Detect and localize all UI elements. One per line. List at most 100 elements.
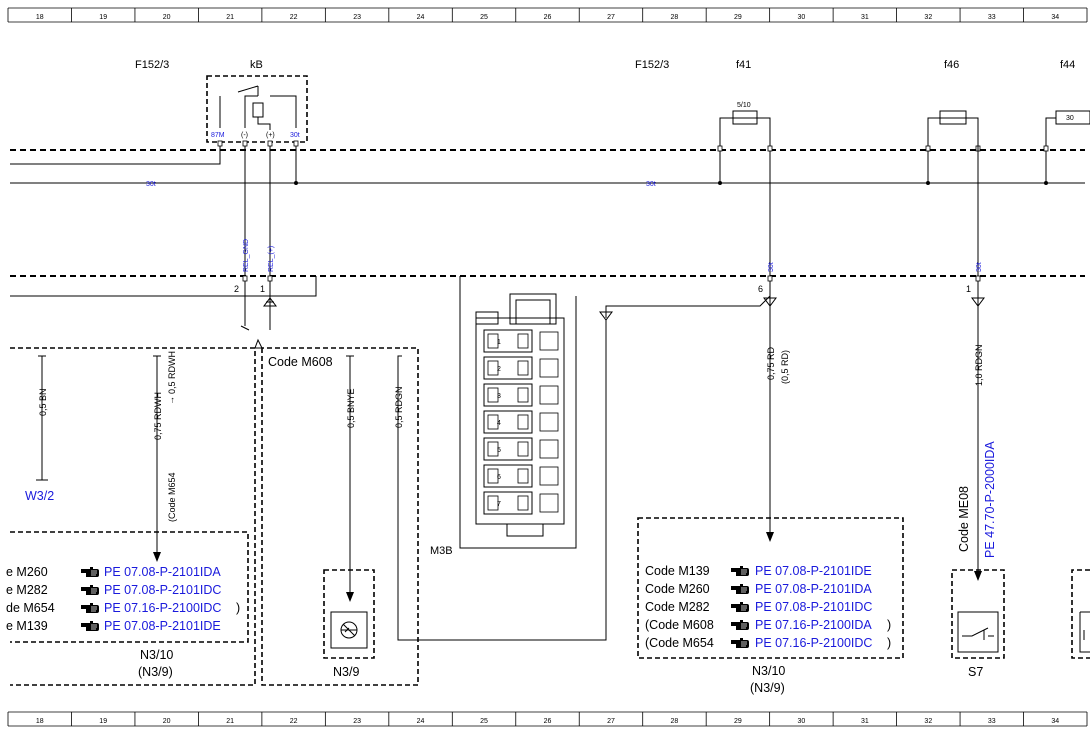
f152-left-label: F152/3: [135, 59, 169, 71]
s7-switch: [951, 569, 1005, 659]
rail-30t-label-right: 30t: [646, 181, 656, 188]
ref-code: Code M282: [645, 600, 710, 614]
ref-code: e M282: [6, 583, 48, 597]
ref-link[interactable]: PE 07.08-P-2101IDE: [755, 564, 872, 578]
pe-me08-link[interactable]: PE 47.70-P-2000IDA: [983, 441, 997, 558]
grid-column-label: 31: [861, 718, 869, 725]
ref-link[interactable]: PE 07.08-P-2101IDA: [104, 565, 221, 579]
grid-column-label: 22: [290, 718, 298, 725]
m3b-slot-number: 2: [497, 366, 501, 373]
left-ref-table-box: [10, 531, 249, 643]
rdgn-small-label: 0,5 RDGN: [394, 386, 404, 428]
relay-pin-plus: (+): [266, 132, 275, 139]
f41-label: f41: [736, 59, 751, 71]
grid-column-label: 34: [1051, 718, 1059, 725]
bn-wire-label: 0,5 BN: [38, 388, 48, 416]
relay-pin-87m: 87M: [211, 132, 225, 139]
pointing-hand-icon: [80, 602, 100, 614]
grid-column-label: 28: [671, 14, 679, 21]
m3b-slot: [483, 464, 533, 488]
grid-column-label: 26: [544, 14, 552, 21]
rdwh-wire: [153, 355, 161, 556]
pin-2-label: 2: [234, 284, 239, 294]
m3b-label: M3B: [430, 545, 453, 557]
grid-column-label: 30: [797, 718, 805, 725]
m3b-slot: [483, 383, 533, 407]
fuse-f44: 30: [1043, 110, 1090, 185]
left-n310-label: N3/10: [140, 648, 173, 662]
ground-symbol-relay: [263, 297, 277, 307]
ref-link[interactable]: PE 07.08-P-2101IDC: [755, 600, 872, 614]
relay-kb: 87M (-) (+) 30t: [206, 75, 308, 143]
pointing-hand-icon: [730, 601, 750, 613]
grid-column-label: 29: [734, 718, 742, 725]
m3b-slot-number: 1: [497, 339, 501, 346]
m3b-slot: [483, 410, 533, 434]
pin6-arrow-symbol: [763, 297, 777, 307]
rdwh-arrow: →: [166, 396, 176, 405]
pin-30t-label-a: 30t: [768, 262, 775, 272]
ref-code: de M654: [6, 601, 55, 615]
rd-wire-label: 0,75 RD: [766, 346, 776, 380]
grid-column-label: 21: [226, 14, 234, 21]
grid-column-label: 28: [671, 718, 679, 725]
n39-label: N3/9: [333, 665, 359, 679]
grid-column-label: 22: [290, 14, 298, 21]
ref-link[interactable]: PE 07.16-P-2100IDC: [755, 636, 872, 650]
rdwh-alt-label: 0,5 RDWH: [167, 351, 177, 394]
f46-label: f46: [944, 59, 959, 71]
grid-column-label: 34: [1051, 14, 1059, 21]
f44-label: f44: [1060, 59, 1075, 71]
pointing-hand-icon: [80, 584, 100, 596]
w32-link[interactable]: W3/2: [25, 489, 54, 503]
fuse-f41-rating: 5/10: [737, 102, 751, 109]
fuse-f41: 5/10: [717, 102, 773, 185]
rel-gnd-label: REL_GND: [243, 239, 250, 272]
rail-30t-label-left: 30t: [146, 181, 156, 188]
left-control-unit-box: [10, 347, 256, 686]
m3b-slot-number: 4: [497, 420, 501, 427]
right-n39-label: (N3/9): [750, 681, 785, 695]
fuse-output-wires: [769, 118, 979, 276]
ref-link[interactable]: PE 07.08-P-2101IDA: [755, 582, 872, 596]
grid-column-label: 29: [734, 14, 742, 21]
m3b-to-pin6-wire: [605, 295, 771, 318]
far-right-partial-symbol: [1079, 611, 1090, 653]
pin-6-label: 6: [758, 284, 763, 294]
pointing-hand-icon: [730, 583, 750, 595]
kb-label: kB: [250, 59, 263, 71]
grid-column-label: 32: [924, 14, 932, 21]
code-m608-box: [261, 347, 419, 686]
grid-column-label: 19: [99, 14, 107, 21]
ref-close-paren: ): [887, 618, 891, 632]
ref-link[interactable]: PE 07.16-P-2100IDC: [104, 601, 221, 615]
ref-link[interactable]: PE 07.08-P-2101IDE: [104, 619, 221, 633]
box-join-mark: [254, 338, 263, 349]
m3b-slot-number: 6: [497, 474, 501, 481]
grid-column-label: 21: [226, 718, 234, 725]
grid-column-label: 20: [163, 718, 171, 725]
grid-column-label: 33: [988, 718, 996, 725]
grid-column-label: 23: [353, 14, 361, 21]
grid-column-label: 33: [988, 14, 996, 21]
pointing-hand-icon: [730, 565, 750, 577]
ref-link[interactable]: PE 07.16-P-2100IDA: [755, 618, 872, 632]
pin-1-label: 1: [260, 284, 265, 294]
bnye-wire-label: 0,5 BNYE: [346, 388, 356, 428]
ref-link[interactable]: PE 07.08-P-2101IDC: [104, 583, 221, 597]
pin-1b-label: 1: [966, 284, 971, 294]
bnye-wire: [346, 355, 354, 598]
rdwh-wire-label: 0,75 RDWH: [153, 392, 163, 440]
pin1b-arrow-symbol: [971, 297, 985, 307]
pointing-hand-icon: [80, 620, 100, 632]
grid-column-label: 26: [544, 718, 552, 725]
grid-column-label: 27: [607, 14, 615, 21]
ref-close-paren: ): [236, 601, 240, 615]
relay-pin-minus: (-): [241, 132, 248, 139]
pointing-hand-icon: [80, 566, 100, 578]
f152-right-label: F152/3: [635, 59, 669, 71]
